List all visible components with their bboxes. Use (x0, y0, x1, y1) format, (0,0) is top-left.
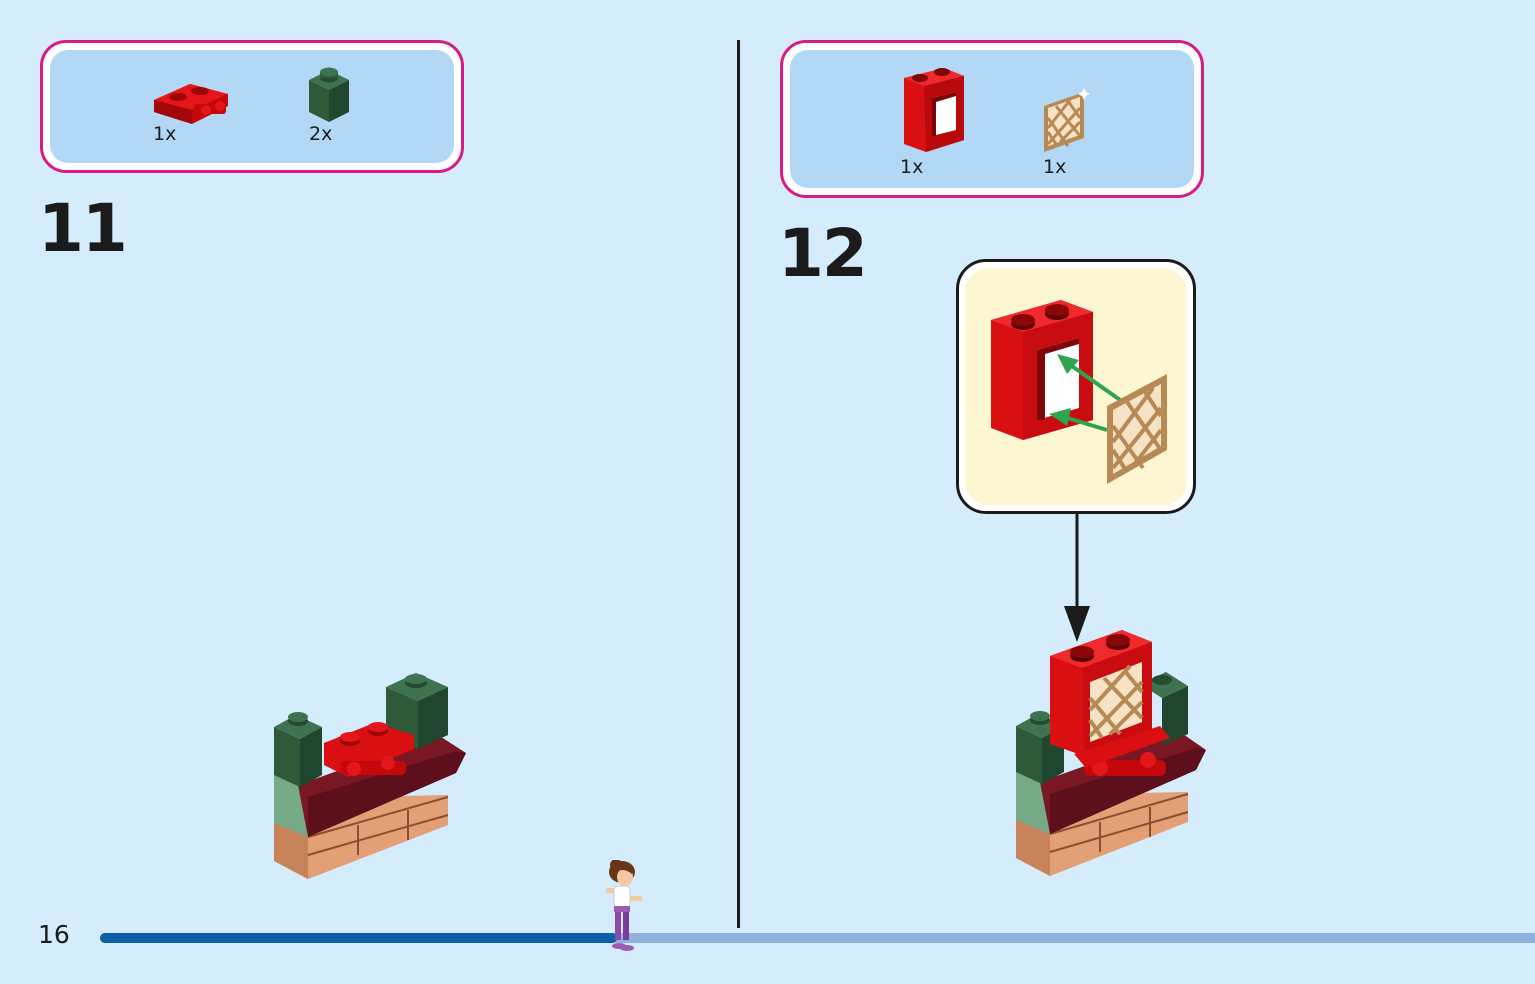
progress-bar (100, 933, 1535, 943)
parts-list-step-11: 1x 2x (40, 40, 464, 173)
sub-assembly-callout (956, 259, 1196, 514)
parts-list-inner: 1x 2x (50, 50, 454, 163)
down-arrow-icon (1064, 512, 1090, 642)
window-assembly-diagram (991, 300, 1167, 484)
red-plate-with-clips-icon (154, 84, 228, 124)
step-12-model (1016, 630, 1206, 876)
callout-inner (965, 268, 1187, 505)
parts-list-inner: 1x 1x (790, 50, 1194, 188)
dark-green-brick-icon (309, 67, 349, 122)
parts-list-step-12: 1x 1x (780, 40, 1204, 198)
part-qty: 1x (900, 156, 924, 178)
tan-lattice-pane-icon (1044, 88, 1090, 152)
page-number: 16 (38, 920, 70, 949)
progress-bar-fill (100, 933, 617, 943)
minidoll-figure-icon (606, 860, 642, 951)
part-qty: 1x (1043, 156, 1067, 178)
step-number: 11 (38, 190, 128, 267)
page-divider (737, 40, 740, 928)
red-window-frame-icon (904, 68, 964, 152)
step-number: 12 (778, 215, 868, 292)
step-11-model (274, 673, 466, 879)
part-qty: 2x (309, 123, 333, 145)
part-qty: 1x (153, 123, 177, 145)
